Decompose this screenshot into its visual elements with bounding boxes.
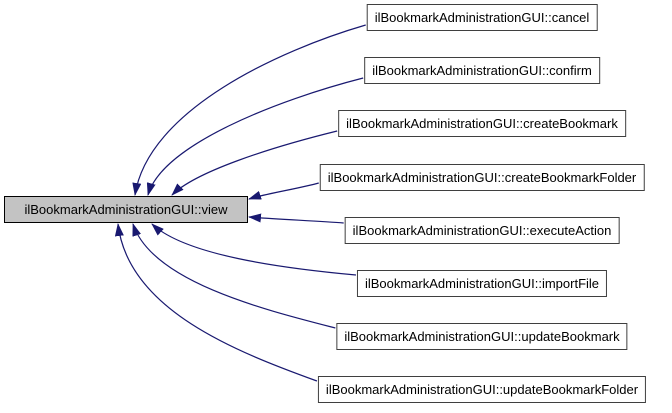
graph-node-updateBookmark[interactable]: ilBookmarkAdministrationGUI::updateBookm…: [336, 323, 628, 350]
call-edge: [171, 130, 338, 196]
call-edge: [132, 223, 336, 329]
graph-node-createBookmarkFolder[interactable]: ilBookmarkAdministrationGUI::createBookm…: [319, 164, 645, 191]
graph-node-createBookmark[interactable]: ilBookmarkAdministrationGUI::createBookm…: [338, 110, 626, 137]
graph-node-executeAction[interactable]: ilBookmarkAdministrationGUI::executeActi…: [344, 217, 620, 244]
call-edge: [248, 182, 319, 200]
graph-node-importFile[interactable]: ilBookmarkAdministrationGUI::importFile: [356, 270, 608, 297]
graph-node-confirm[interactable]: ilBookmarkAdministrationGUI::confirm: [364, 57, 600, 84]
graph-node-cancel[interactable]: ilBookmarkAdministrationGUI::cancel: [366, 4, 598, 31]
graph-node-view: ilBookmarkAdministrationGUI::view: [4, 196, 248, 223]
call-edge: [151, 223, 357, 276]
graph-node-updateBookmarkFolder[interactable]: ilBookmarkAdministrationGUI::updateBookm…: [317, 376, 647, 403]
call-edge: [114, 223, 318, 382]
call-edge: [248, 213, 344, 224]
